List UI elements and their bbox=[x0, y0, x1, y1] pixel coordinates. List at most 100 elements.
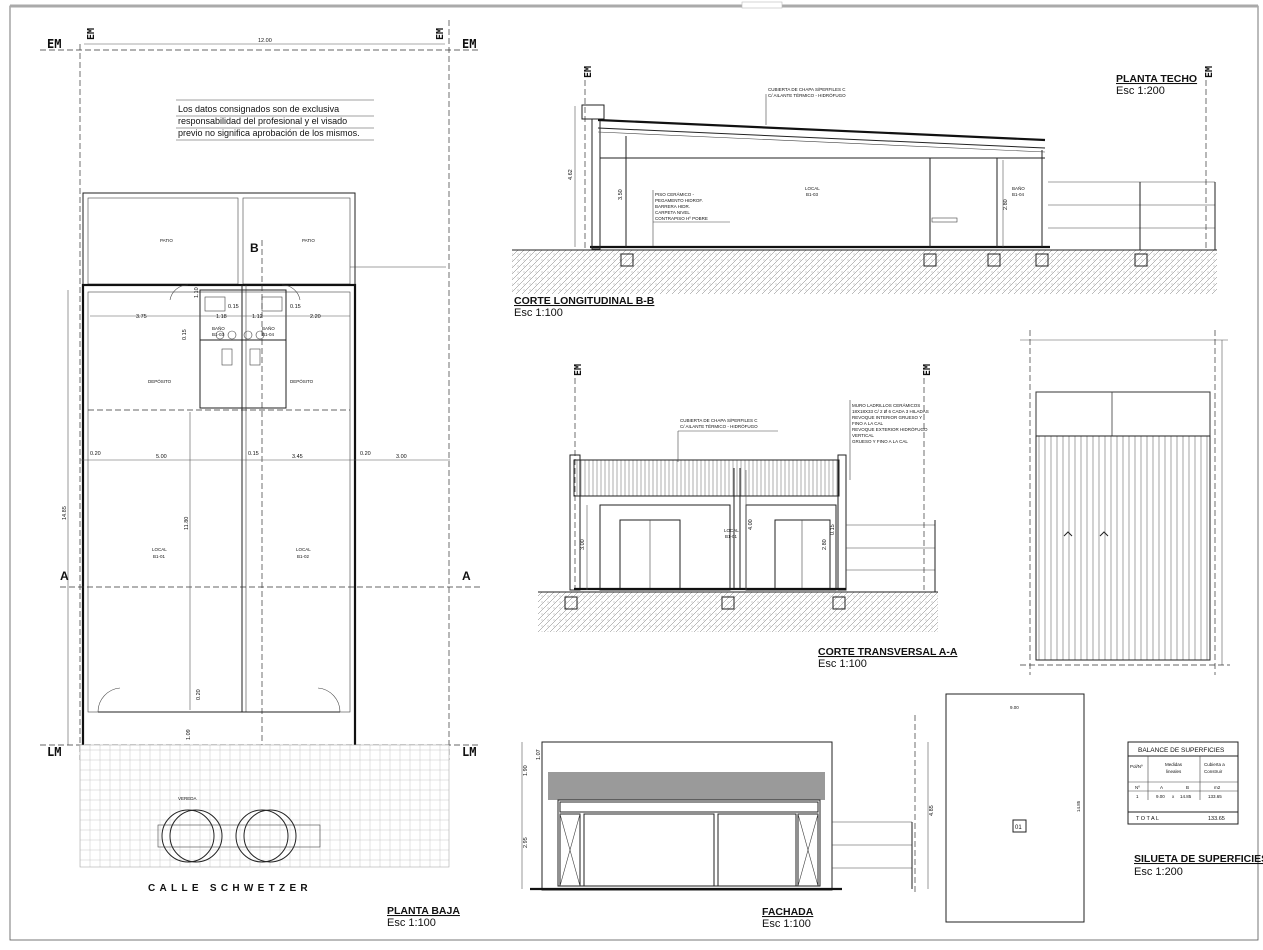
room-local-1-code: B1-01 bbox=[153, 554, 166, 559]
planta-baja-scale: Esc 1:100 bbox=[387, 917, 436, 929]
disclaimer-note: Los datos consignados son de exclusiva r… bbox=[176, 99, 374, 141]
em-marker-corte-aa-right: EM bbox=[922, 364, 933, 376]
dim-1-10: 1.10 bbox=[194, 287, 200, 298]
corte-aa-wall-note-5: REVOQUE EXTERIOR HIDRÓFUGO bbox=[852, 426, 928, 432]
room-patio-1: PATIO bbox=[160, 238, 173, 243]
dim-1-12: 1.12 bbox=[252, 314, 263, 320]
disclaimer-line-3: previo no significa aprobación de los mi… bbox=[178, 128, 360, 138]
dim-0-15-b: 0.15 bbox=[290, 304, 301, 310]
dim-3-45: 3.45 bbox=[292, 454, 303, 460]
corte-aa-wall-note-6: VERTICAL bbox=[852, 433, 874, 438]
balance-sub-m2: m2 bbox=[1214, 785, 1221, 790]
balance-header-med-1: Medidas bbox=[1165, 762, 1183, 767]
room-patio-2: PATIO bbox=[302, 238, 315, 243]
section-marker-b-top: B bbox=[250, 241, 259, 255]
dim-top-width: 12.00 bbox=[258, 38, 272, 44]
fachada-scale: Esc 1:100 bbox=[762, 918, 811, 930]
corte-aa-roof-note-1: CUBIERTA DE CHAPA S/PERFILES C bbox=[680, 418, 758, 423]
room-local-2: LOCAL bbox=[296, 547, 311, 552]
lm-marker-left: LM bbox=[47, 745, 61, 759]
corte-bb-height-3: 2.80 bbox=[1003, 199, 1009, 210]
vereda-sidewalk bbox=[79, 744, 450, 868]
planta-techo-title: PLANTA TECHO bbox=[1116, 73, 1197, 85]
silueta-superficies: 9.00 14.85 01 SILUETA DE SUPERFICIES Esc… bbox=[945, 693, 1263, 923]
corte-aa-local-code: B1-01 bbox=[725, 534, 738, 539]
dim-0-20-v: 0.20 bbox=[196, 689, 202, 700]
balance-header-med-2: lineales bbox=[1166, 769, 1182, 774]
em-marker-left-vertical: EM bbox=[86, 28, 97, 40]
dim-14-85: 14.85 bbox=[62, 506, 68, 520]
corte-aa-local: LOCAL bbox=[724, 528, 739, 533]
corte-bb-floor-note-3: BARRERA HIDR. bbox=[655, 204, 690, 209]
em-marker-right: EM bbox=[462, 37, 476, 51]
em-marker-right-vertical: EM bbox=[435, 28, 446, 40]
balance-row-m2: 133.65 bbox=[1208, 794, 1222, 799]
balance-row-a: 9.00 bbox=[1156, 794, 1165, 799]
fachada-height-3: 2.95 bbox=[523, 837, 529, 848]
disclaimer-line-2: responsabilidad del profesional y el vis… bbox=[178, 116, 347, 126]
em-marker-techo: EM bbox=[1204, 66, 1215, 78]
street-name: CALLE SCHWETZER bbox=[148, 883, 312, 894]
fachada-dark-band bbox=[548, 772, 825, 800]
silueta-title: SILUETA DE SUPERFICIES bbox=[1134, 853, 1263, 865]
balance-total-label: T O T A L bbox=[1136, 816, 1159, 822]
lm-marker-right: LM bbox=[462, 745, 476, 759]
corte-bb-roof-note-2: C/ AILANTE TÉRMICO - HIDRÓFUGO bbox=[768, 92, 846, 98]
room-bano-1-code: B1-03 bbox=[212, 332, 225, 337]
room-local-1: LOCAL bbox=[152, 547, 167, 552]
room-local-2-code: B1-02 bbox=[297, 554, 310, 559]
corte-bb-local-code: B1-03 bbox=[806, 192, 819, 197]
disclaimer-line-1: Los datos consignados son de exclusiva bbox=[178, 104, 339, 114]
corte-longitudinal-bb: EM 4.62 3.50 2.80 bbox=[512, 66, 1217, 319]
room-bano-1: BAÑO bbox=[212, 325, 225, 331]
silueta-tag: 01 bbox=[1015, 825, 1022, 831]
silueta-scale: Esc 1:200 bbox=[1134, 866, 1183, 878]
room-bano-2-code: B1-04 bbox=[262, 332, 275, 337]
balance-sub-a: A bbox=[1160, 785, 1163, 790]
corte-aa-height-1: 3.00 bbox=[580, 539, 586, 550]
em-marker-left: EM bbox=[47, 37, 61, 51]
planta-techo-scale: Esc 1:200 bbox=[1116, 85, 1165, 97]
corte-aa-title: CORTE TRANSVERSAL A-A bbox=[818, 646, 958, 658]
room-deposito-2: DEPÓSITO bbox=[290, 378, 314, 384]
room-deposito-1: DEPÓSITO bbox=[148, 378, 172, 384]
corte-bb-scale: Esc 1:100 bbox=[514, 307, 563, 319]
corte-bb-bano-code: B1-04 bbox=[1012, 192, 1025, 197]
section-marker-a-right: A bbox=[462, 569, 471, 583]
corte-bb-height-1: 4.62 bbox=[568, 169, 574, 180]
dim-1-09: 1.09 bbox=[186, 729, 192, 740]
fachada-height-4: 4.85 bbox=[929, 805, 935, 816]
planta-techo-drawing bbox=[1020, 330, 1230, 675]
corte-aa-wall-note-3: REVOQUE INTERIOR GRUESO Y bbox=[852, 415, 922, 420]
corte-transversal-aa: EM EM 3.00 4.00 2.80 0.15 bbox=[538, 364, 958, 670]
section-marker-a-left: A bbox=[60, 569, 69, 583]
fachada-height-2: 1.90 bbox=[523, 765, 529, 776]
techo-roof-panel bbox=[1035, 435, 1211, 661]
planta-baja-title: PLANTA BAJA bbox=[387, 905, 460, 917]
dim-0-20-b: 0.20 bbox=[360, 451, 371, 457]
corte-aa-roof-sheet bbox=[573, 459, 840, 497]
dim-11-80: 11.80 bbox=[184, 517, 190, 530]
corte-bb-title: CORTE LONGITUDINAL B-B bbox=[514, 295, 655, 307]
balance-total-value: 133.65 bbox=[1208, 816, 1225, 822]
corte-bb-floor-note-4: CARPETA NIVEL bbox=[655, 210, 690, 215]
dim-1-18: 1.18 bbox=[216, 314, 227, 320]
balance-header-cub-1: Cubierta a bbox=[1204, 762, 1225, 767]
balance-sub-n: Nº bbox=[1135, 785, 1140, 790]
corte-aa-wall-note-1: MURO LADRILLOS CERÁMICOS bbox=[852, 402, 920, 408]
balance-row-n: 1 bbox=[1136, 794, 1139, 799]
corte-aa-scale: Esc 1:100 bbox=[818, 658, 867, 670]
corte-aa-wall-note-2: 18X18X33 C/ 2 Ø 6 CADA 3 HILADAS bbox=[852, 409, 929, 414]
balance-table: BALANCE DE SUPERFICIES Pol/Nº Medidas li… bbox=[1127, 741, 1239, 825]
balance-sub-b: B bbox=[1186, 785, 1189, 790]
dim-0-20-a: 0.20 bbox=[90, 451, 101, 457]
balance-title: BALANCE DE SUPERFICIES bbox=[1138, 747, 1225, 754]
dim-2-20: 2.20 bbox=[310, 314, 321, 320]
corte-aa-height-4: 0.15 bbox=[830, 524, 836, 535]
dim-0-15: 0.15 bbox=[248, 451, 259, 457]
planta-baja-plan: EM EM EM EM 12.00 Los datos consignados … bbox=[40, 20, 480, 929]
corte-aa-height-3: 2.80 bbox=[822, 539, 828, 550]
room-vereda: VEREDA bbox=[178, 796, 197, 801]
dim-0-15-a: 0.15 bbox=[228, 304, 239, 310]
